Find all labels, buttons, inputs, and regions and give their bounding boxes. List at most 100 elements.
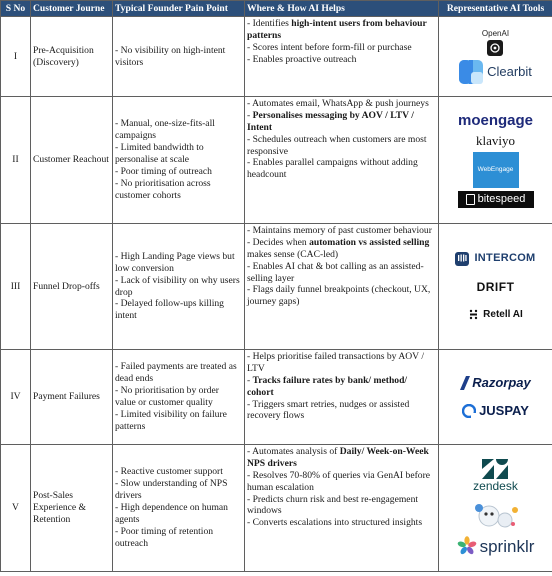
row-number: IV <box>0 349 31 445</box>
pain-point-item: - Reactive customer support <box>115 466 223 478</box>
retell-logo-text: Retell AI <box>483 308 523 320</box>
pain-point-item: - Poor timing of retention outreach <box>115 525 214 549</box>
pain-points-cell: - No visibility on high-intent visitors <box>112 16 245 97</box>
ai-help-text: - Identifies <box>247 18 292 29</box>
ai-help-text: - Flags daily funnel breakpoints (checko… <box>247 284 431 308</box>
pain-point-item: - No prioritisation across customer coho… <box>115 177 211 201</box>
razorpay-icon <box>460 375 471 390</box>
clearbit-icon <box>459 60 484 85</box>
table-row: III Funnel Drop-offs - High Landing Page… <box>0 223 552 350</box>
pain-point-item: - High Landing Page views but low conver… <box>115 250 235 274</box>
ai-help-item: - Automates analysis of Daily/ Week-on-W… <box>247 446 436 470</box>
tools-cell: OpenAI Cl <box>438 16 552 97</box>
pain-points-cell: - Reactive customer support- Slow unders… <box>112 444 245 572</box>
zendesk-logo: zendesk <box>473 459 518 494</box>
tools-cell: Razorpay JUSPAY <box>438 349 552 445</box>
ai-help-text: - Resolves 70-80% of queries via GenAI b… <box>247 469 431 493</box>
ai-helps-cell: - Automates email, WhatsApp & push journ… <box>244 96 439 224</box>
pain-point-item: - Lack of visibility on why users drop <box>115 274 240 298</box>
ai-help-bold-text: Tracks failure rates by bank/ method/ co… <box>247 374 408 398</box>
clearbit-logo-text: Clearbit <box>487 64 532 80</box>
ai-help-text: - Converts escalations into structured i… <box>247 517 423 529</box>
ai-help-text: - Scores intent before form-fill or purc… <box>247 41 412 53</box>
ai-help-text: - Enables AI chat & bot calling as an as… <box>247 260 424 284</box>
ai-help-text: - Enables parallel campaigns without add… <box>247 157 418 181</box>
ai-help-item: - Personalises messaging by AOV / LTV / … <box>247 110 436 134</box>
tools-cell: moengage klaviyo WebEngage bitespeed <box>438 96 552 224</box>
intercom-logo: INTERCOM <box>455 251 536 266</box>
moengage-logo: moengage <box>457 111 533 129</box>
table-row: II Customer Reachout - Manual, one-size-… <box>0 96 552 224</box>
ai-help-item: - Schedules outreach when customers are … <box>247 134 436 158</box>
webengage-logo: WebEngage <box>472 152 519 189</box>
ai-helps-cell: - Maintains memory of past customer beha… <box>244 223 439 350</box>
header-customer-journey: Customer Journe <box>30 0 113 17</box>
pain-points-cell: - Manual, one-size-fits-all campaigns- L… <box>112 96 245 224</box>
pain-point-item: - Limited bandwidth to personalise at sc… <box>115 142 204 166</box>
ai-help-text: makes sense (CAC-led) <box>247 248 339 260</box>
ai-help-text: - Maintains memory of past customer beha… <box>247 225 432 236</box>
pain-point-item: - No prioritisation by order value or cu… <box>115 385 219 408</box>
ai-help-text: - Automates analysis of <box>247 446 340 457</box>
mascot-illustration <box>474 503 518 528</box>
journey-stage: Post-Sales Experience & Retention <box>30 444 113 572</box>
ai-help-item: - Triggers smart retries, nudges or assi… <box>247 399 436 423</box>
ai-help-bold-text: high-intent users from behaviour pattern… <box>247 18 427 41</box>
pain-points-cell: - High Landing Page views but low conver… <box>112 223 245 350</box>
intercom-logo-text: INTERCOM <box>474 252 536 265</box>
row-number: I <box>0 16 31 97</box>
header-ai-helps: Where & How AI Helps <box>244 0 439 17</box>
webengage-logo-text: WebEngage <box>477 166 514 174</box>
ai-help-item: - Converts escalations into structured i… <box>247 517 436 529</box>
journey-stage: Payment Failures <box>30 349 113 445</box>
header-sno: S No <box>0 0 31 17</box>
header-ai-tools: Representative AI Tools <box>438 0 552 17</box>
row-number: III <box>0 223 31 350</box>
bitespeed-logo: bitespeed <box>457 191 534 209</box>
sprinklr-logo-text: sprinklr <box>479 536 535 556</box>
pain-point-item: - Failed payments are treated as dead en… <box>115 361 237 385</box>
pain-point-item: - Poor timing of outreach <box>115 165 212 177</box>
ai-help-text: - Automates email, WhatsApp & push journ… <box>247 98 429 109</box>
table-row: IV Payment Failures - Failed payments ar… <box>0 349 552 445</box>
ai-help-text: - Schedules outreach when customers are … <box>247 133 427 157</box>
table-row: I Pre-Acquisition (Discovery) - No visib… <box>0 16 552 97</box>
tools-cell: INTERCOM DRIFT Retell AI <box>438 223 552 350</box>
ai-help-bold-text: Daily/ Week-on-Week NPS drivers <box>247 446 429 469</box>
pain-point-item: - Slow understanding of NPS drivers <box>115 478 228 502</box>
ai-help-item: - Enables proactive outreach <box>247 54 436 66</box>
ai-help-item: - Identifies high-intent users from beha… <box>247 18 436 42</box>
ai-help-text: - Helps prioritise failed transactions b… <box>247 351 425 374</box>
pain-point-item: - No visibility on high-intent visitors <box>115 44 226 68</box>
juspay-logo: JUSPAY <box>462 403 529 419</box>
journey-stage: Funnel Drop-offs <box>30 223 113 350</box>
ai-helps-cell: - Automates analysis of Daily/ Week-on-W… <box>244 444 439 572</box>
ai-help-text: - Enables proactive outreach <box>247 53 357 65</box>
ai-help-bold-text: automation vs assisted selling <box>309 236 430 248</box>
tools-cell: zendesk <box>438 444 552 572</box>
retell-logo: Retell AI <box>468 309 523 321</box>
juspay-logo-text: JUSPAY <box>479 403 529 418</box>
bitespeed-logo-text: bitespeed <box>477 193 526 206</box>
klaviyo-logo: klaviyo <box>476 133 515 149</box>
ai-help-item: - Automates email, WhatsApp & push journ… <box>247 98 436 110</box>
pain-point-item: - High dependence on human agents <box>115 502 228 525</box>
header-pain-point: Typical Founder Pain Point <box>112 0 245 17</box>
ai-help-item: - Predicts churn risk and best re-engage… <box>247 494 436 518</box>
bitespeed-icon <box>465 194 475 206</box>
pain-point-item: - Manual, one-size-fits-all campaigns <box>115 118 215 142</box>
openai-icon <box>487 40 504 57</box>
ai-help-text: - Triggers smart retries, nudges or assi… <box>247 398 410 422</box>
razorpay-logo: Razorpay <box>460 375 531 391</box>
zendesk-logo-text: zendesk <box>473 479 518 494</box>
ai-help-item: - Scores intent before form-fill or purc… <box>247 42 436 54</box>
clearbit-logo: Clearbit <box>459 60 532 85</box>
pain-point-item: - Limited visibility on failure patterns <box>115 408 227 432</box>
ai-help-text: - Decides when <box>247 236 310 248</box>
ai-help-item: - Resolves 70-80% of queries via GenAI b… <box>247 470 436 494</box>
ai-help-text: - <box>247 374 253 386</box>
pain-point-item: - Delayed follow-ups killing intent <box>115 298 224 322</box>
ai-help-item: - Decides when automation vs assisted se… <box>247 237 436 261</box>
openai-logo-text: OpenAI <box>481 28 510 38</box>
